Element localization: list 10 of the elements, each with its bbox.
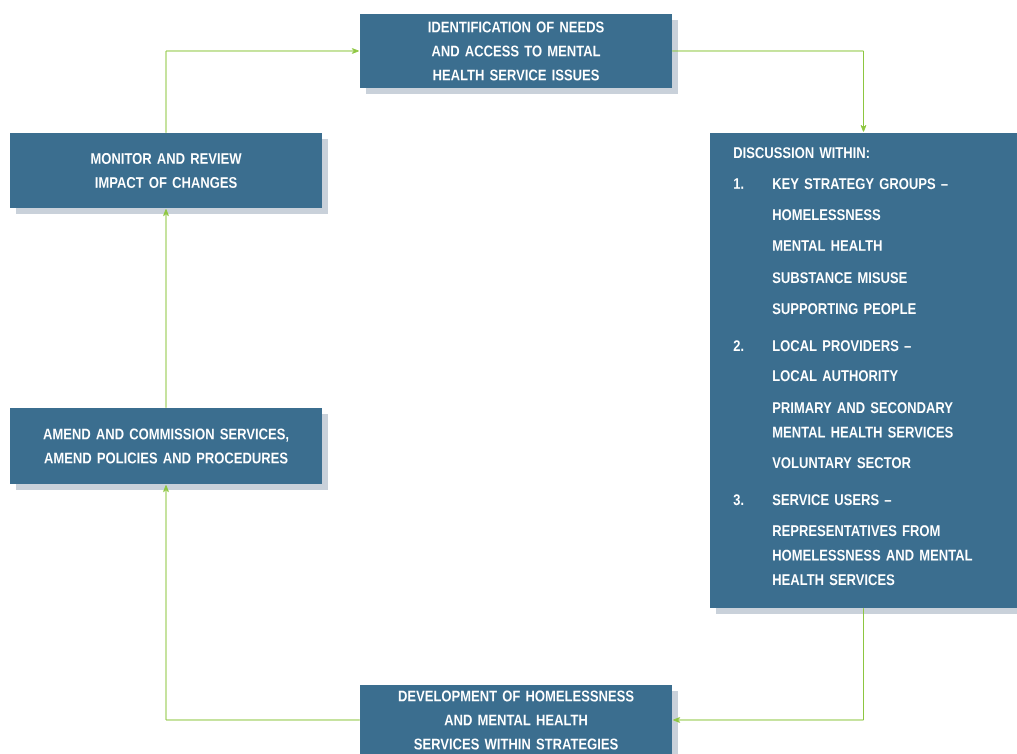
process-box: MONITOR AND REVIEW IMPACT OF CHANGES xyxy=(10,133,328,214)
arrow xyxy=(671,50,867,132)
arrow xyxy=(165,48,359,134)
arrow xyxy=(163,485,361,721)
process-box: IDENTIFICATION OF NEEDS AND ACCESS TO MENTAL HEALTH SERVICE ISSUES xyxy=(360,14,678,94)
process-box: DISCUSSION WITHIN: 1. KEY STRATEGY GROUPS – HOMELESSNESS MENTAL HEALTH SUBSTANCE MISUSE SUPPORTING PEOPLE 2. LOCAL PROVIDERS – LOCAL AUTHORITY PRIMARY AND SECONDARY MENTAL HEALTH SERVICES VOLUNTARY SECTOR 3. SERVICE USERS – REPRESENTATIVES FROM HOMELESSNESS AND MENTAL HEALTH SERVICES xyxy=(710,133,1017,614)
process-box: DEVELOPMENT OF HOMELESSNESS AND MENTAL HEALTH SERVICES WITHIN STRATEGIES xyxy=(360,685,678,754)
arrow xyxy=(163,209,169,409)
arrow xyxy=(673,607,864,723)
process-box: AMEND AND COMMISSION SERVICES, AMEND POLICIES AND PROCEDURES xyxy=(10,408,328,490)
